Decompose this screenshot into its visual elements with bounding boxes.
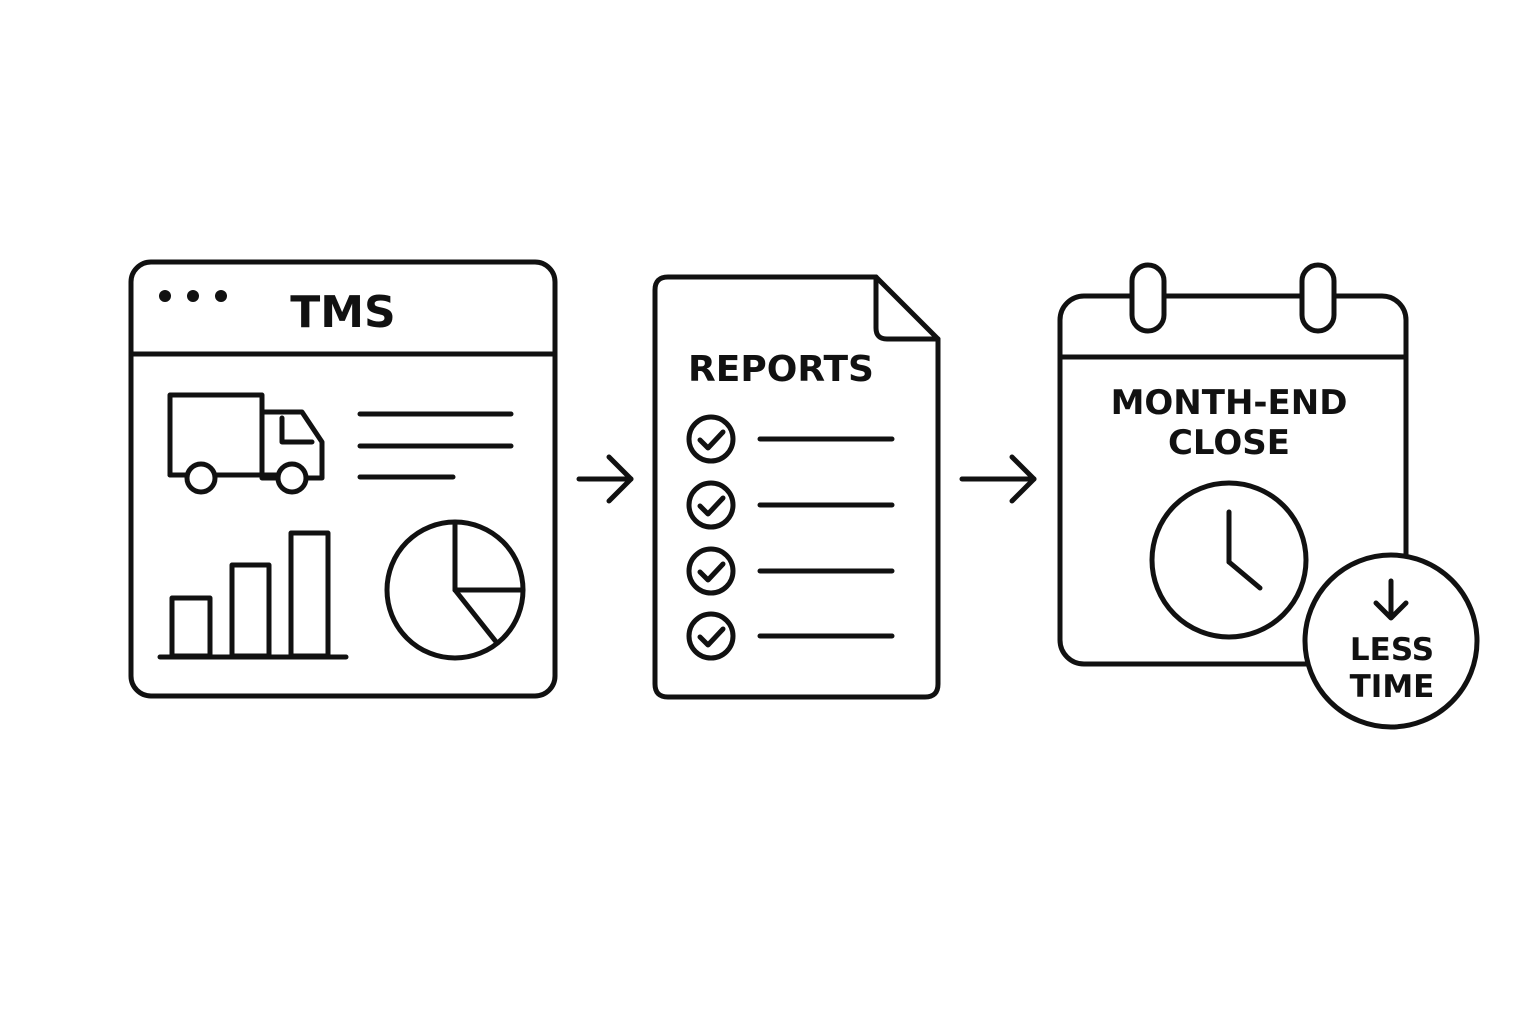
arrow-right-icon [959, 454, 1037, 504]
calendar-title-line2: CLOSE [1168, 423, 1290, 463]
calendar-frame [1057, 293, 1409, 667]
check-circle-icon [686, 611, 736, 661]
bar-1 [169, 595, 213, 659]
calendar [1057, 262, 1409, 667]
bar-chart-icon [157, 530, 349, 660]
bar-2 [229, 562, 272, 659]
reports-document [652, 274, 941, 700]
badge-line1: LESS [1350, 632, 1434, 668]
truck-icon [167, 392, 325, 495]
document-fold [873, 274, 941, 342]
window-dots-icon [159, 290, 227, 302]
check-circle-icon [686, 480, 736, 530]
arrow-right-icon [576, 454, 634, 504]
less-time-badge [1302, 552, 1480, 730]
badge-circle [1302, 552, 1480, 730]
pie-chart-icon [384, 519, 526, 661]
calendar-title-line1: MONTH-END [1111, 383, 1348, 423]
text-lines-icon [357, 411, 514, 480]
tms-window [128, 259, 558, 699]
check-circle-icon [686, 414, 736, 464]
reports-title: REPORTS [688, 349, 874, 390]
check-circle-icon [686, 546, 736, 596]
badge-line2: TIME [1350, 669, 1435, 705]
clock-icon [1149, 480, 1309, 640]
document-outline [652, 274, 941, 700]
tms-window-frame [128, 259, 558, 699]
calendar-ring-icon [1129, 262, 1337, 334]
arrow-down-icon [1373, 578, 1409, 621]
tms-title: TMS [290, 287, 396, 338]
bar-3 [288, 530, 331, 659]
